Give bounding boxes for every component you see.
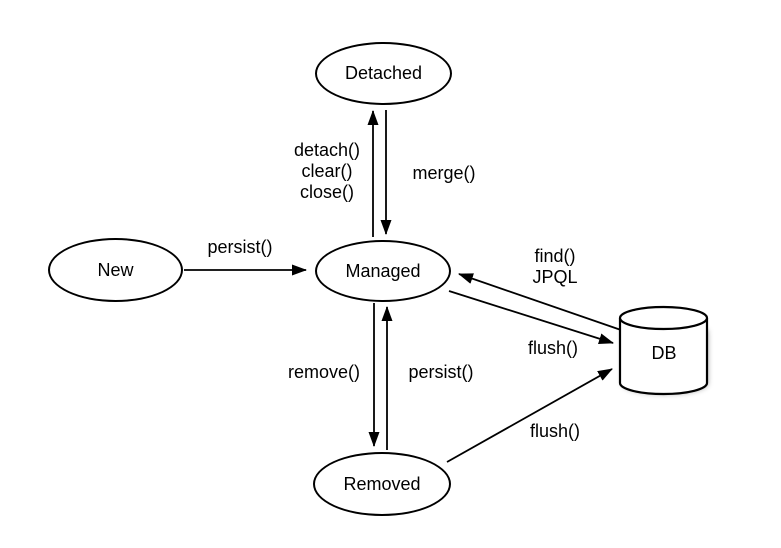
edge-label-persist-top: persist() xyxy=(207,237,273,257)
node-detached-label: Detached xyxy=(344,63,423,83)
edge-label-flush-upper: flush() xyxy=(527,338,579,358)
db-cylinder-body xyxy=(618,318,709,396)
db-cylinder-top xyxy=(618,305,709,331)
node-managed-label: Managed xyxy=(345,260,421,281)
arrow-flush-managed-to-db xyxy=(448,290,614,345)
node-new: New xyxy=(48,238,183,302)
edge-label-persist-lower: persist() xyxy=(408,362,474,382)
arrow-flush-removed-to-db xyxy=(446,368,613,463)
node-removed-label: Removed xyxy=(343,473,421,494)
node-managed: Managed xyxy=(315,240,451,302)
arrow-find-db-to-managed xyxy=(458,273,622,331)
edge-label-remove: remove() xyxy=(287,362,361,382)
node-new-label: New xyxy=(97,259,134,280)
node-detached: Detached xyxy=(315,42,452,105)
node-db-label: DB xyxy=(651,343,677,363)
edge-label-detach-clear-close: detach() clear() close() xyxy=(293,140,361,202)
transition-arrows xyxy=(184,110,622,463)
node-removed: Removed xyxy=(313,452,451,516)
db-cylinder xyxy=(618,305,709,396)
edge-label-flush-lower: flush() xyxy=(529,421,581,441)
edge-label-merge: merge() xyxy=(412,163,476,183)
edge-label-find-jpql: find() JPQL xyxy=(532,246,578,287)
